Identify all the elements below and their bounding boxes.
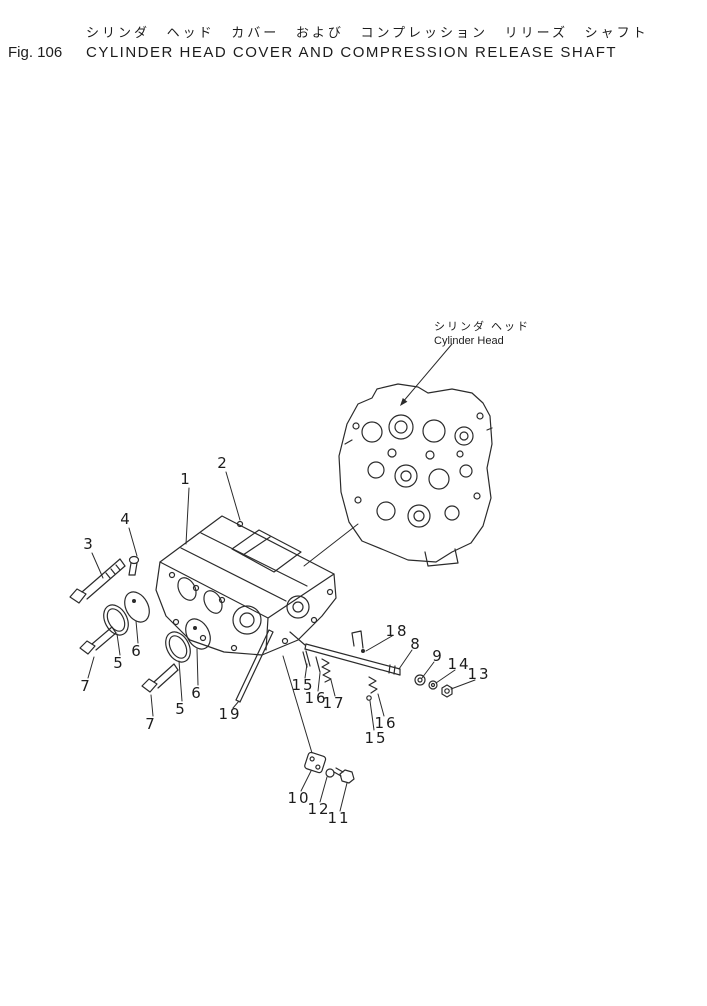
spring-16b-drawing <box>368 676 378 694</box>
washer-9-drawing <box>414 674 426 686</box>
cap-6b-drawing <box>185 618 211 650</box>
mounting-line <box>303 523 359 567</box>
rod-19-drawing <box>235 629 274 703</box>
pin-15a-drawing <box>302 650 311 668</box>
cylinder-head-label-japanese: シリンダ ヘッド <box>434 321 531 333</box>
pin-16a-drawing <box>315 656 321 673</box>
gasket-5b-drawing <box>165 631 191 663</box>
page-title-japanese: シリンダ ヘッド カバー および コンプレッション リリーズ シャフト <box>86 25 649 40</box>
head-cover-drawing <box>155 515 337 656</box>
lower-assembly-line <box>282 655 313 754</box>
washer-12-drawing <box>325 768 335 778</box>
washer-14-drawing <box>428 680 438 690</box>
cylinder-head-label: シリンダ ヘッド Cylinder Head <box>434 318 530 347</box>
bolt-4-drawing <box>128 555 140 576</box>
page-title-english: CYLINDER HEAD COVER AND COMPRESSION RELE… <box>86 44 618 61</box>
yoke-10-drawing <box>304 751 327 774</box>
cap-6a-drawing <box>124 591 150 623</box>
spring-17-drawing <box>321 658 332 683</box>
leader-lines <box>87 471 476 812</box>
bolt-11-drawing <box>333 767 355 784</box>
cylinder-head-drawing <box>338 383 493 567</box>
nut-13-drawing <box>441 684 453 698</box>
cylinder-head-arrow <box>400 343 453 406</box>
gasket-5a-drawing <box>103 604 129 636</box>
release-shaft-drawing <box>289 630 401 676</box>
bolt-3-drawing <box>69 558 126 604</box>
cylinder-head-label-english: Cylinder Head <box>434 335 504 347</box>
pin-15b-drawing <box>366 695 372 701</box>
figure-number: Fig. 106 <box>8 44 63 61</box>
bolt-7b-drawing <box>141 663 179 693</box>
